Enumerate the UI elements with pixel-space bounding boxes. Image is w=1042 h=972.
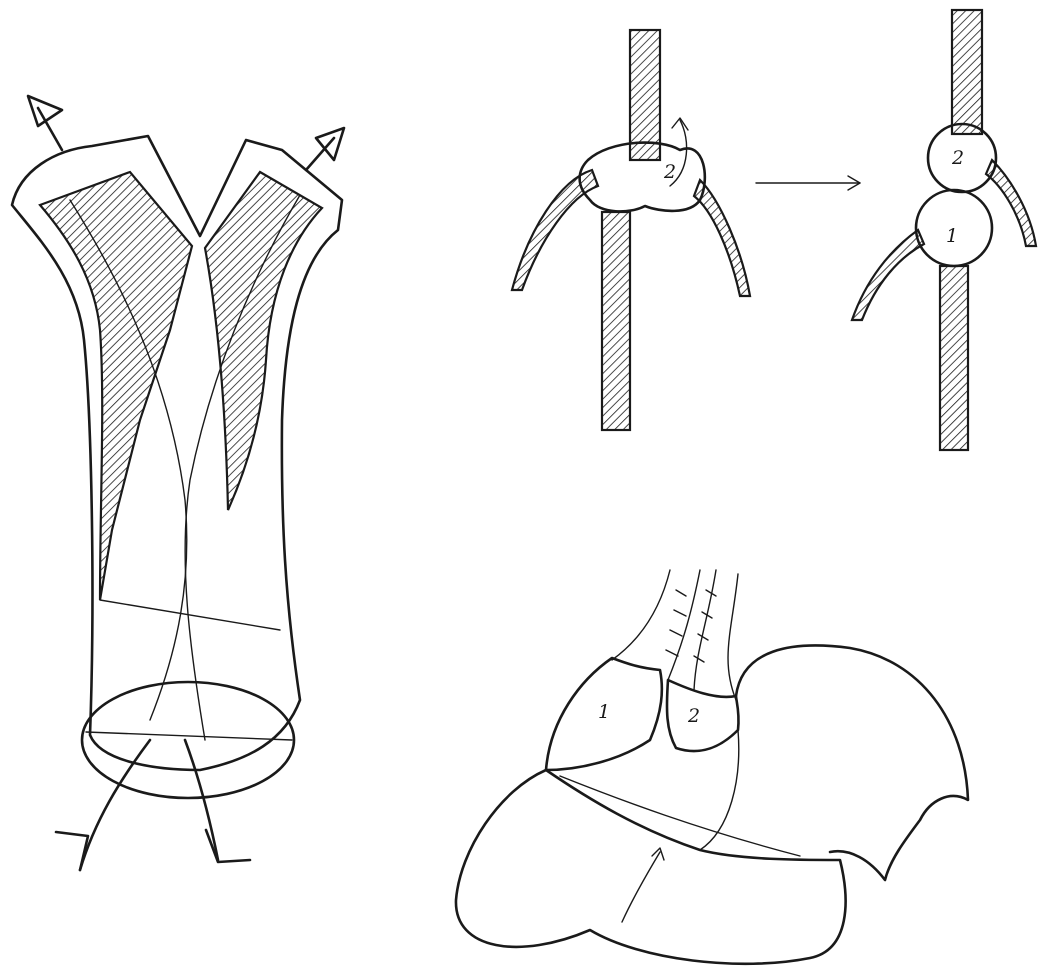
vessel-bottom-right bbox=[940, 266, 968, 450]
y-vessel-diagram bbox=[12, 96, 344, 870]
left-duct-hatched bbox=[40, 172, 192, 600]
crossing-channel-3 bbox=[100, 600, 280, 630]
top-vessel-mid-right bbox=[694, 570, 716, 690]
upper-right-mass bbox=[736, 646, 968, 880]
top-vessel-left bbox=[612, 570, 670, 660]
label-lobe-one: 1 bbox=[598, 701, 610, 723]
label-lobe-two: 2 bbox=[687, 705, 700, 727]
junction-before: 2 bbox=[512, 30, 750, 430]
arrow-in-left-head bbox=[56, 832, 88, 870]
right-duct-hatched bbox=[205, 172, 322, 510]
vessel-texture bbox=[666, 590, 716, 662]
arrow-in-right bbox=[185, 740, 218, 860]
branch-right-left bbox=[694, 180, 750, 296]
organ-arrow bbox=[622, 852, 660, 922]
arrow-out-left-head bbox=[28, 96, 62, 126]
bottom-ring bbox=[82, 682, 294, 798]
vessel-bottom-left bbox=[602, 212, 630, 430]
top-vessel-mid-left bbox=[668, 570, 700, 680]
branch-left-right bbox=[852, 230, 924, 320]
junction-after: 2 1 bbox=[852, 10, 1036, 450]
label-chamber-upper: 2 bbox=[951, 147, 964, 169]
label-junction-before-2: 2 bbox=[663, 161, 676, 183]
lower-mass-groove bbox=[700, 730, 739, 850]
branch-right-right bbox=[986, 160, 1036, 246]
arrow-in-left bbox=[80, 740, 150, 870]
organ-diagram: 1 2 bbox=[456, 570, 968, 964]
vessel-top-right bbox=[952, 10, 982, 134]
top-vessel-right bbox=[728, 574, 738, 700]
lobe-two bbox=[667, 680, 739, 751]
transition-arrow bbox=[756, 176, 860, 190]
label-chamber-lower: 1 bbox=[946, 225, 958, 247]
bottom-ring-diameter bbox=[86, 732, 292, 740]
arrow-out-left bbox=[38, 108, 62, 150]
vessel-top-left bbox=[630, 30, 660, 160]
branch-left-left bbox=[512, 170, 598, 290]
